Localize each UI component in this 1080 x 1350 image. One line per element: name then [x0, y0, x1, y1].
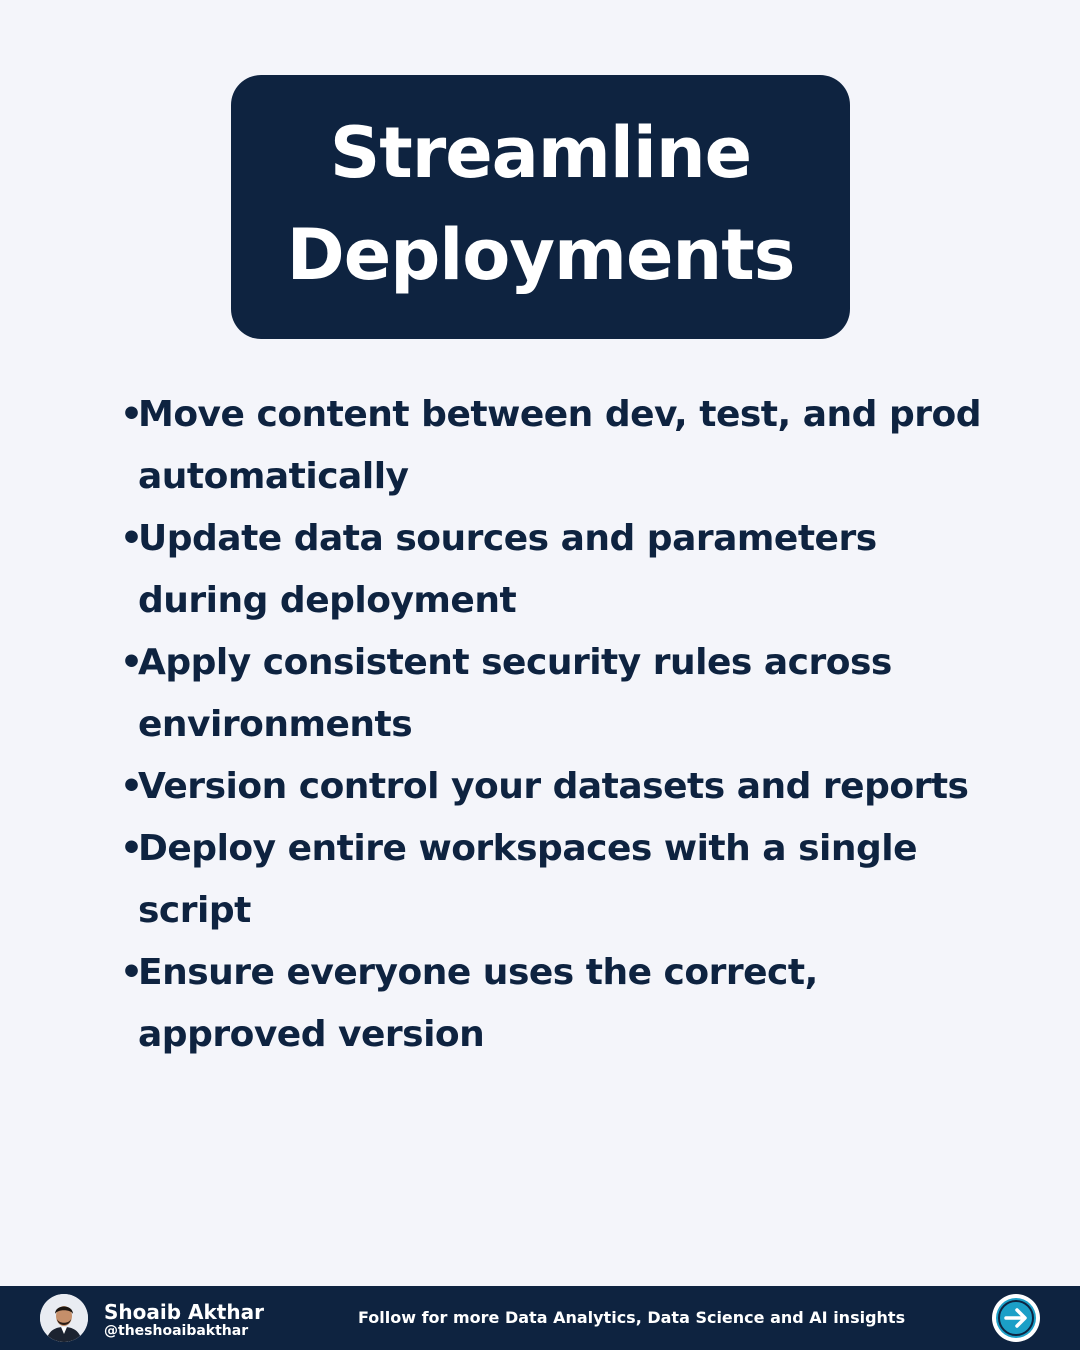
bullet-text-line-1: Update data sources and parameters — [138, 518, 877, 559]
bullet-dot: • — [120, 642, 143, 683]
title-line-1: Streamline — [329, 112, 752, 194]
bullet-text-line-2: approved version — [138, 1014, 485, 1055]
bullet-dot: • — [120, 394, 143, 435]
bullet-text-line-2: during deployment — [138, 580, 517, 621]
bullet-text-line-2: automatically — [138, 456, 409, 497]
author-name: Shoaib Akthar — [104, 1300, 264, 1324]
follow-cta-text: Follow for more Data Analytics, Data Sci… — [358, 1308, 906, 1327]
arrow-right-circle-icon — [996, 1298, 1036, 1338]
bullet-dot: • — [120, 766, 143, 807]
bullet-dot: • — [120, 518, 143, 559]
list-item: • Ensure everyone uses the correct, appr… — [120, 942, 1020, 1066]
list-item: • Deploy entire workspaces with a single… — [120, 818, 1020, 942]
author-handle[interactable]: @theshoaibakthar — [104, 1323, 249, 1339]
bullet-text-line-1: Version control your datasets and report… — [138, 766, 969, 807]
bullet-text-line-1: Ensure everyone uses the correct, — [138, 952, 818, 993]
title-line-2: Deployments — [286, 214, 796, 296]
title-card: Streamline Deployments — [231, 75, 850, 339]
bullet-text-line-1: Move content between dev, test, and prod — [138, 394, 981, 435]
list-item: • Version control your datasets and repo… — [120, 756, 1020, 818]
bullet-text-line-2: environments — [138, 704, 413, 745]
list-item: • Move content between dev, test, and pr… — [120, 384, 1020, 508]
list-item: • Apply consistent security rules across… — [120, 632, 1020, 756]
bullet-list: • Move content between dev, test, and pr… — [120, 384, 1020, 1066]
bullet-dot: • — [120, 952, 143, 993]
bullet-dot: • — [120, 828, 143, 869]
bullet-text-line-2: script — [138, 890, 251, 931]
next-button[interactable] — [992, 1294, 1040, 1342]
bullet-text-line-1: Apply consistent security rules across — [138, 642, 892, 683]
avatar[interactable] — [40, 1294, 88, 1342]
bullet-text-line-1: Deploy entire workspaces with a single — [138, 828, 918, 869]
footer-bar: Shoaib Akthar @theshoaibakthar Follow fo… — [0, 1286, 1080, 1350]
list-item: • Update data sources and parameters dur… — [120, 508, 1020, 632]
avatar-portrait-icon — [40, 1294, 88, 1342]
